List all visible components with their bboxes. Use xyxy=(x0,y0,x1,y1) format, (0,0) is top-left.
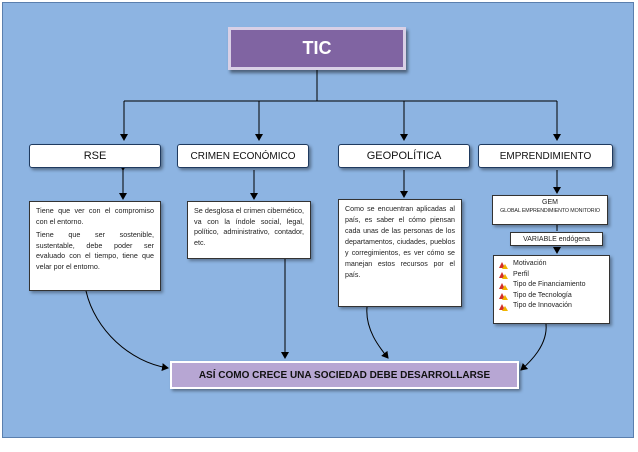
crimen-desc-text: Se desglosa el crimen cibernético, va co… xyxy=(194,206,304,247)
category-rse-label: RSE xyxy=(83,150,107,162)
list-item: Motivación xyxy=(499,259,604,270)
list-item: Tipo de Tecnología xyxy=(499,291,604,302)
variable-text: VARIABLE endógena xyxy=(523,236,590,243)
list-item: Tipo de Innovación xyxy=(499,301,604,312)
arrow-bullet-icon xyxy=(499,282,508,290)
variable-box: VARIABLE endógena xyxy=(510,232,603,246)
arrow-bullet-icon xyxy=(499,303,508,311)
list-item-text: Motivación xyxy=(513,260,547,267)
list-item-text: Tipo de Innovación xyxy=(513,302,572,309)
category-emp-label: EMPRENDIMIENTO xyxy=(499,150,592,162)
title-box: TIC xyxy=(228,27,406,70)
arrow-bullet-icon xyxy=(499,261,508,269)
category-geo-label: GEOPOLÍTICA xyxy=(366,150,442,162)
category-rse: RSE xyxy=(29,144,161,168)
crimen-description: Se desglosa el crimen cibernético, va co… xyxy=(187,201,311,259)
emp-list-box: Motivación Perfil Tipo de Financiamiento… xyxy=(493,255,610,324)
list-item-text: Tipo de Tecnología xyxy=(513,291,572,299)
emp-list: Motivación Perfil Tipo de Financiamiento… xyxy=(499,259,604,312)
rse-description: Tiene que ver con el compromiso con el e… xyxy=(29,201,161,291)
geo-desc-text: Como se encuentran aplicadas al país, es… xyxy=(345,205,455,279)
curve-geo-final xyxy=(366,306,389,359)
rse-desc-p1: Tiene que ver con el compromiso con el e… xyxy=(36,206,154,226)
category-geo: GEOPOLÍTICA xyxy=(338,144,470,168)
gem-box: GEM GLOBAL EMPRENDIMIENTO MONITORIO xyxy=(492,195,608,225)
title-text: TIC xyxy=(302,38,332,58)
arrow-bullet-icon xyxy=(499,292,508,301)
list-item-text: Tipo de Financiamiento xyxy=(513,281,586,288)
geo-description: Como se encuentran aplicadas al país, es… xyxy=(338,199,462,307)
gem-subtitle: GLOBAL EMPRENDIMIENTO MONITORIO xyxy=(500,208,600,214)
conclusion-text: ASÍ COMO CRECE UNA SOCIEDAD DEBE DESARRO… xyxy=(198,369,491,381)
rse-desc-p2: Tiene que ser sostenible, sustentable, d… xyxy=(36,230,154,271)
list-item: Perfil xyxy=(499,270,604,281)
list-item-text: Perfil xyxy=(513,270,529,278)
gem-title: GEM xyxy=(542,199,558,206)
category-crimen-label: CRIMEN ECONÓMICO xyxy=(190,150,296,162)
list-item: Tipo de Financiamiento xyxy=(499,280,604,291)
curve-rse-final xyxy=(85,290,169,372)
category-emp: EMPRENDIMIENTO xyxy=(478,144,613,168)
arrow-bullet-icon xyxy=(499,271,508,280)
conclusion-box: ASÍ COMO CRECE UNA SOCIEDAD DEBE DESARRO… xyxy=(170,361,519,389)
category-crimen: CRIMEN ECONÓMICO xyxy=(177,144,309,168)
curve-emp-final xyxy=(520,323,547,371)
